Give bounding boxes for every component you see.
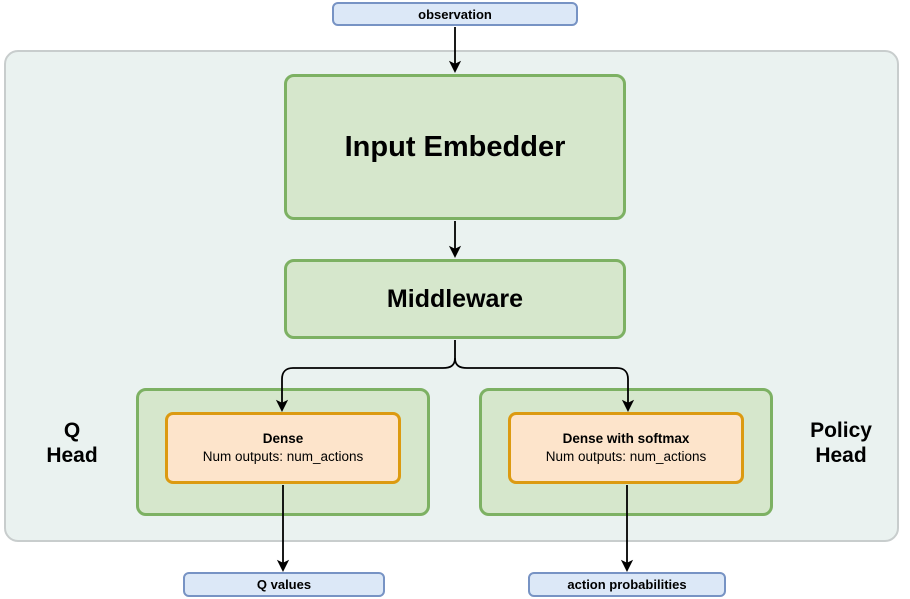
q-head-dense-subtitle: Num outputs: num_actions <box>202 449 364 464</box>
q-head-side-label: Q Head <box>46 419 98 467</box>
middleware-label: Middleware <box>386 284 524 313</box>
q-values-label: Q values <box>256 577 312 592</box>
policy-head-dense-title: Dense with softmax <box>562 430 690 446</box>
input-embedder-box: Input Embedder <box>284 74 626 220</box>
observation-label: observation <box>418 6 492 22</box>
q-values-output-box: Q values <box>183 572 385 597</box>
policy-head-dense-subtitle: Num outputs: num_actions <box>545 449 707 464</box>
q-head-dense-box: Dense Num outputs: num_actions <box>165 412 401 484</box>
input-embedder-label: Input Embedder <box>344 130 566 163</box>
action-probabilities-label: action probabilities <box>567 577 687 592</box>
policy-head-side-label: Policy Head <box>810 419 872 467</box>
observation-box: observation <box>332 2 578 26</box>
action-probabilities-output-box: action probabilities <box>528 572 726 597</box>
policy-head-dense-box: Dense with softmax Num outputs: num_acti… <box>508 412 744 484</box>
q-head-dense-title: Dense <box>262 430 304 446</box>
middleware-box: Middleware <box>284 259 626 339</box>
